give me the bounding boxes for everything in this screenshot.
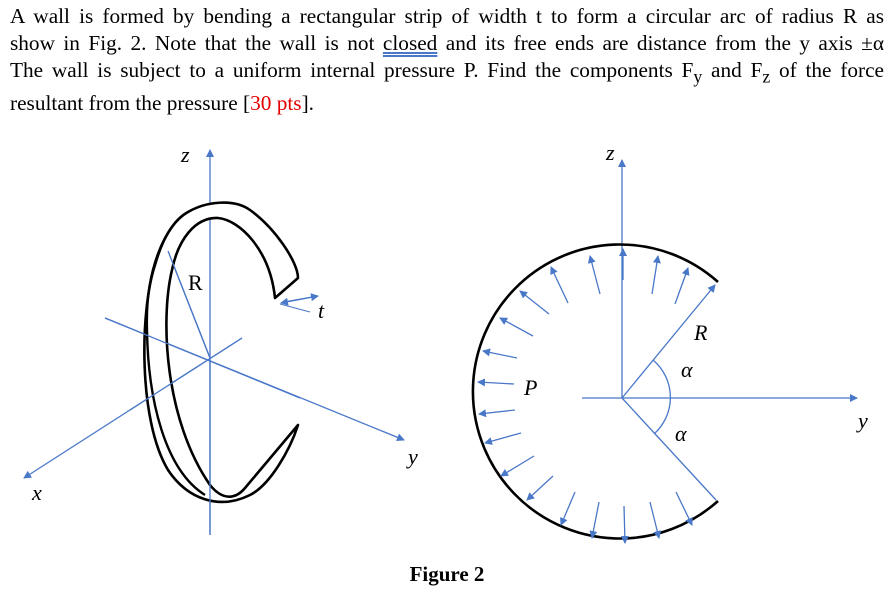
x-axis-left-overlay [129,337,243,411]
wall-inner-edge [145,210,206,497]
alpha-label-bottom: α [675,421,687,446]
problem-line-3-end: of the force [770,58,885,82]
word-closed: closed [382,31,438,55]
subscript-y: y [693,66,703,87]
problem-line-4-start: resultant from the pressure [ [10,91,251,116]
lower-boundary-line [621,397,717,501]
thickness-dimension-back [280,295,319,306]
radius-line-left-overlay [167,250,211,359]
figure-caption: Figure 2 [409,562,485,586]
problem-line-3-and: and F [702,58,763,82]
alpha-arc [652,359,671,435]
P-label: P [523,375,537,400]
pressure-arrow [651,255,661,295]
pressure-arrow [499,317,534,337]
alpha-label-top: α [681,357,693,382]
pressure-arrow [484,432,522,445]
subscript-z: z [762,66,771,87]
pressure-arrow [526,475,554,501]
problem-line-3-start: The wall is subject to a uniform interna… [10,58,694,82]
pressure-arrow [550,266,569,304]
pressure-arrows [477,248,693,544]
pressure-arrow [560,491,576,526]
left-figure: z x y R t [23,142,418,535]
problem-line-2-end: and its free ends are distance from the … [437,31,884,55]
pressure-arrow [500,455,535,477]
z-label-right: z [605,140,615,165]
problem-statement: A wall is formed by bending a rectangula… [10,3,884,117]
y-label-left: y [406,444,418,469]
pressure-arrow [675,491,693,526]
pressure-arrow [587,255,601,295]
points-value: 30 pts [250,91,302,116]
pressure-arrow [620,505,629,544]
t-label: t [318,298,325,323]
thickness-leader [279,303,311,313]
pressure-arrow [477,378,515,387]
wall-strip [143,201,300,504]
problem-line-3: The wall is subject to a uniform interna… [10,57,884,90]
pressure-arrow [478,409,516,418]
pressure-arrow [649,501,662,539]
pressure-arrow [674,267,690,305]
y-axis-left-overlay [104,317,301,399]
pressure-arrow [519,290,550,315]
problem-line-4-end: ]. [301,91,315,116]
problem-line-4: resultant from the pressure [30 pts]. [10,90,884,117]
radius-line-right [621,284,716,399]
problem-line-1: A wall is formed by bending a rectangula… [10,4,884,28]
x-label-left: x [31,480,42,505]
problem-line-2: show in Fig. 2. Note that the wall is no… [10,30,884,57]
right-figure: z y R P α α [471,140,868,544]
z-label-left: z [180,142,190,167]
pressure-arrow [482,348,518,359]
y-label-right: y [856,408,868,433]
R-label-right: R [693,320,708,345]
problem-line-2-start: show in Fig. 2. Note that the wall is no… [10,31,383,55]
R-label-left: R [188,270,203,295]
pressure-arrow [589,501,600,539]
